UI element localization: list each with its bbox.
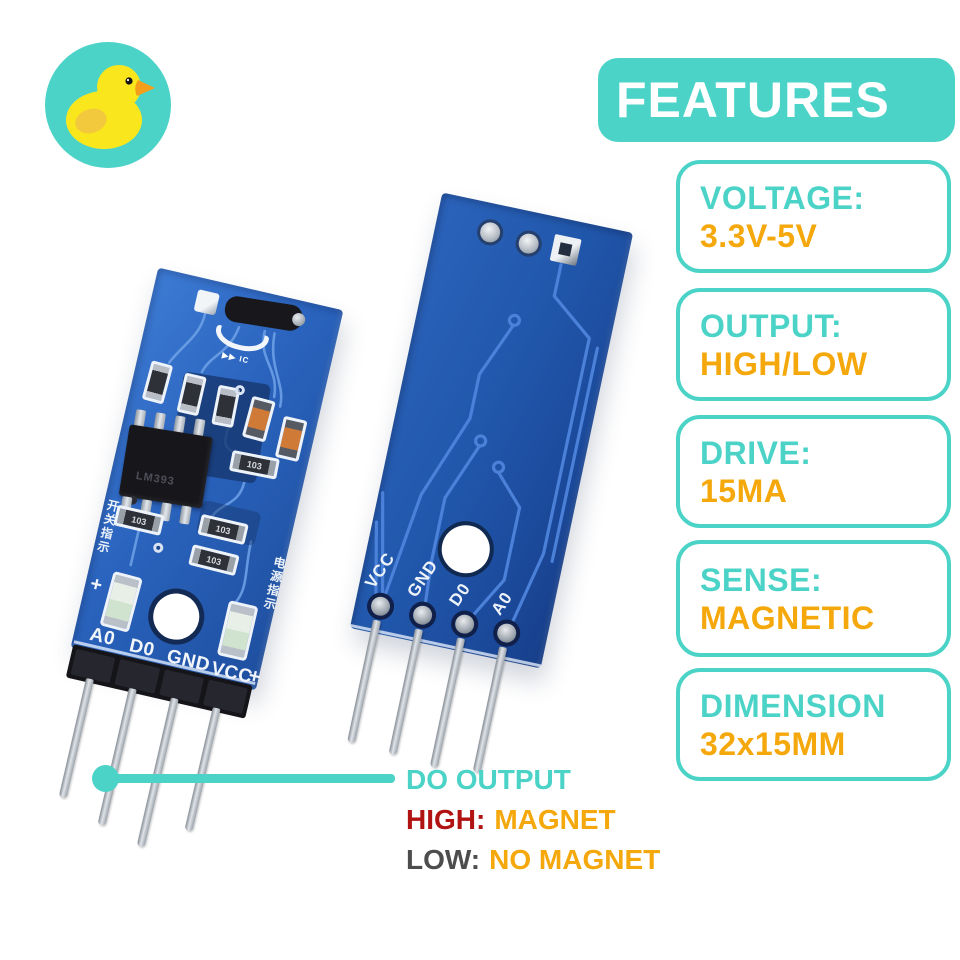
annotation-low-line: LOW: NO MAGNET [406,840,660,880]
solder-pad-square [549,233,582,266]
header-pin [347,619,381,744]
card-value: HIGH/LOW [700,345,868,382]
header-pin [388,628,423,756]
card-value: 3.3V-5V [700,217,818,254]
feature-card-voltage: VOLTAGE: 3.3V-5V [676,160,951,273]
annotation-high-value: MAGNET [494,804,616,835]
leader-line [103,774,395,783]
card-title: SENSE: [700,561,823,598]
header-pin [58,677,94,799]
feature-card-dimension: DIMENSION 32x15MM [676,668,951,781]
header-pin [429,637,466,769]
chip-marking: LM393 [134,469,176,488]
rubber-duck-icon [66,65,155,149]
duck-logo-circle [45,42,171,168]
card-title: OUTPUT: [700,307,843,344]
pcb-back-board: VCC GND D0 A0 [347,192,634,774]
annotation-title: DO OUTPUT [406,764,571,795]
header-pin [97,687,137,827]
header-pin [184,707,221,832]
card-value: MAGNETIC [700,599,875,636]
pcb-front-board: ▶▶ IC LM393 103 103 103 103 开关指示 + 电源指示 … [58,267,344,848]
card-value: 32x15MM [700,725,846,762]
do-output-annotation: DO OUTPUT HIGH: MAGNET LOW: NO MAGNET [406,760,660,880]
feature-card-sense: SENSE: MAGNETIC [676,540,951,657]
header-pin [136,697,179,848]
card-title: VOLTAGE: [700,179,865,216]
features-banner: FEATURES [598,58,955,142]
header-pin [472,646,508,774]
pcb-front-traces [129,312,283,605]
annotation-high-line: HIGH: MAGNET [406,800,660,840]
annotation-low-label: LOW: [406,844,481,875]
annotation-low-value: NO MAGNET [489,844,661,875]
annotation-high-label: HIGH: [406,804,486,835]
feature-card-output: OUTPUT: HIGH/LOW [676,288,951,401]
pcb-back-traces [374,263,600,632]
card-title: DRIVE: [700,434,812,471]
card-value: 15MA [700,472,788,509]
chip-body: LM393 [118,424,213,509]
feature-card-drive: DRIVE: 15MA [676,415,951,528]
features-banner-label: FEATURES [616,72,890,128]
card-title: DIMENSION [700,687,886,724]
